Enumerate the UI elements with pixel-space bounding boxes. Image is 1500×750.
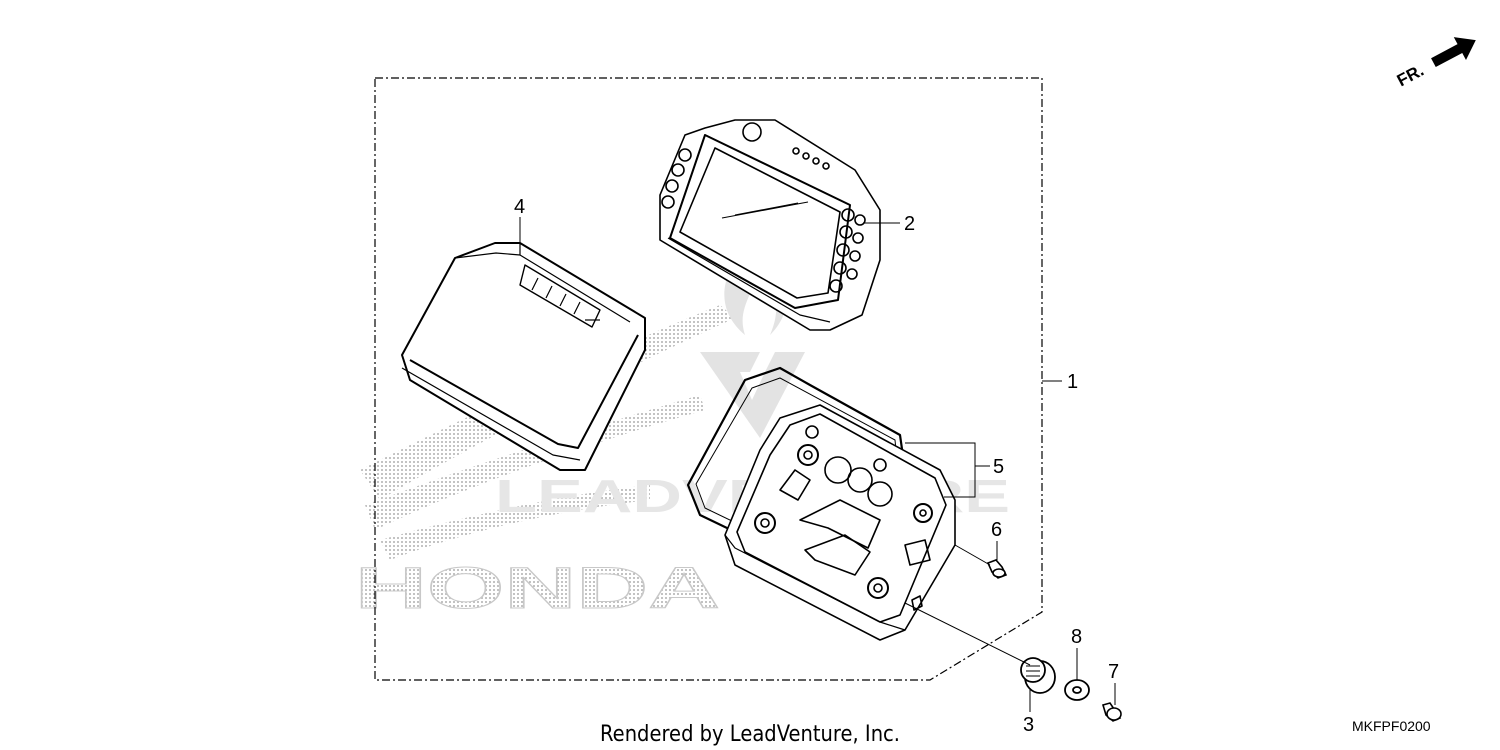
callout-4: 4 xyxy=(514,196,525,218)
front-direction-label: FR. xyxy=(1394,61,1427,91)
callout-1: 1 xyxy=(1067,371,1078,393)
part-6-screw xyxy=(986,559,1008,579)
callout-3: 3 xyxy=(1023,714,1034,736)
rendered-by-credit: Rendered by LeadVenture, Inc. xyxy=(600,722,900,747)
part-4-visor xyxy=(401,242,646,471)
part-2-display-unit xyxy=(659,119,881,331)
diagram-code: MKFPF0200 xyxy=(1352,718,1431,734)
callout-2: 2 xyxy=(904,213,915,235)
meter-case xyxy=(724,404,956,641)
leader-lines xyxy=(519,217,1116,712)
callout-8: 8 xyxy=(1071,626,1082,648)
assembly-frame xyxy=(374,77,1043,681)
part-8-washer xyxy=(1064,679,1090,701)
callout-6: 6 xyxy=(991,519,1002,541)
front-direction-arrow-icon xyxy=(1431,37,1476,68)
callout-7: 7 xyxy=(1108,661,1119,683)
front-direction-indicator: FR. xyxy=(1394,37,1476,91)
callout-5: 5 xyxy=(993,456,1004,478)
honda-watermark-text: HONDA xyxy=(355,556,720,621)
part-7-bolt xyxy=(1102,702,1122,722)
